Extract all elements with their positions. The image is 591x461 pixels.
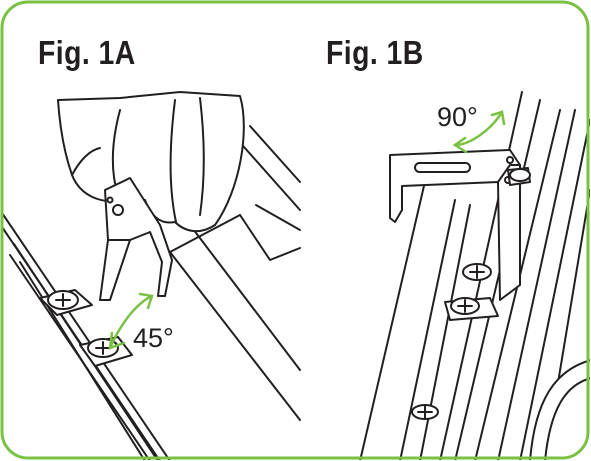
screw-1b-bottom <box>411 404 439 420</box>
figure-1a-illustration <box>2 91 301 460</box>
angle-label-45: 45° <box>133 323 174 353</box>
screw-1b-top <box>507 167 531 186</box>
figure-1b-title: Fig. 1B <box>326 34 424 71</box>
figure-1b-illustration <box>359 91 590 460</box>
screw-1b-middle <box>462 263 492 281</box>
screw-1b-lower <box>444 297 499 321</box>
rotation-arrow-45-icon <box>108 292 154 350</box>
figure-1a-title: Fig. 1A <box>38 34 136 71</box>
rotation-arrow-90-icon <box>452 110 506 154</box>
angle-label-90: 90° <box>437 102 478 132</box>
screw-1a-top <box>39 289 93 316</box>
